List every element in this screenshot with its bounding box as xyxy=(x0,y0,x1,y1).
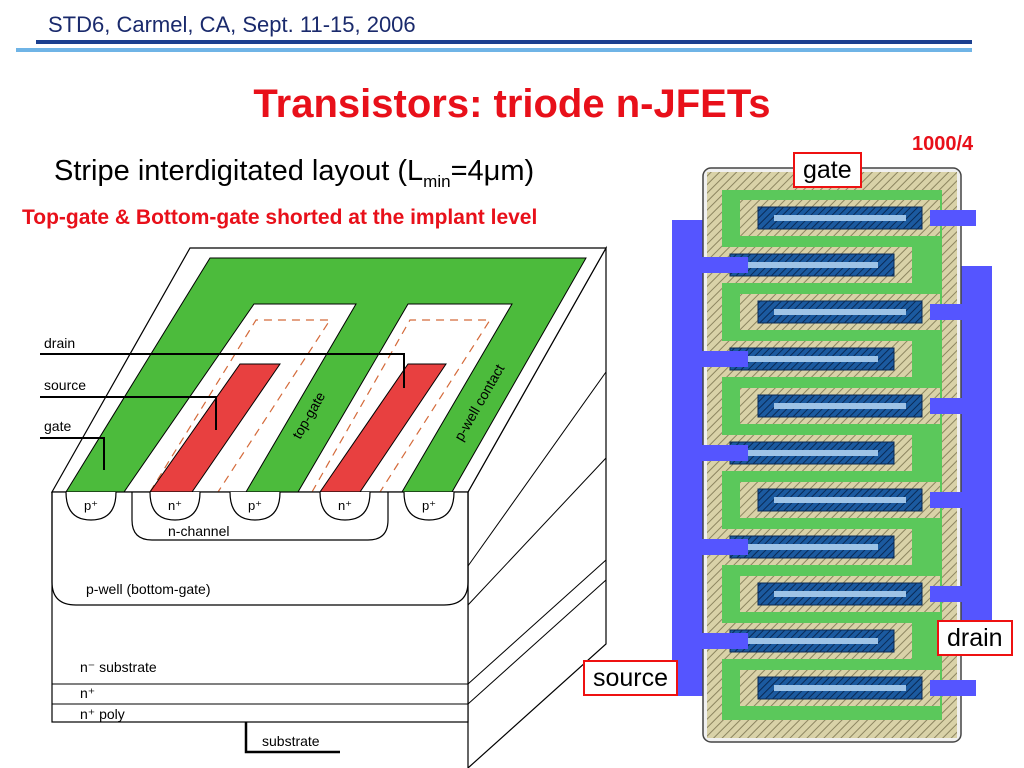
implant-n-1 xyxy=(149,491,201,521)
drain-finger-contact xyxy=(930,210,976,226)
finger-core xyxy=(774,215,906,221)
p-well-region xyxy=(51,492,469,606)
implant-label-5: p⁺ xyxy=(422,498,436,513)
drain-callout: drain xyxy=(937,620,1013,656)
slide-title: Transistors: triode n-JFETs xyxy=(253,82,771,126)
finger-core xyxy=(774,591,906,597)
drain-lead xyxy=(40,353,405,388)
implant-n-2 xyxy=(319,491,371,521)
substrate-n-label: n⁻ substrate xyxy=(80,659,157,675)
width-length-ratio: 1000/4 xyxy=(912,133,974,155)
source-finger-contact xyxy=(692,257,748,273)
source-finger-contact xyxy=(692,539,748,555)
finger-core xyxy=(746,638,878,644)
gate-callout: gate xyxy=(793,152,862,188)
subtitle-subscript: min xyxy=(423,171,451,191)
drain-finger-contact xyxy=(930,680,976,696)
subtitle-suffix: =4μm) xyxy=(450,155,535,187)
shorted-gate-note: Top-gate & Bottom-gate shorted at the im… xyxy=(22,206,538,229)
header-rule-dark xyxy=(36,40,972,44)
nplus-layer-label: n⁺ xyxy=(80,685,95,701)
source-finger-contact xyxy=(692,445,748,461)
nplus-poly-label: n⁺ poly xyxy=(80,706,125,722)
side-line-3 xyxy=(467,559,607,685)
gate-metal xyxy=(65,257,587,493)
n-channel-region xyxy=(131,492,389,541)
source-label: source xyxy=(44,377,86,393)
substrate-contact-line xyxy=(244,722,340,754)
source-lead xyxy=(40,396,217,430)
layout-subtitle: Stripe interdigitated layout (Lmin=4μm) xyxy=(54,155,534,192)
finger-core xyxy=(774,497,906,503)
finger-core xyxy=(746,262,878,268)
side-line-2 xyxy=(467,457,607,606)
drain-finger-contact xyxy=(930,492,976,508)
drain-finger-contact xyxy=(930,398,976,414)
implant-label-3: p⁺ xyxy=(248,498,262,513)
finger-core xyxy=(746,356,878,362)
drain-finger-contact xyxy=(930,304,976,320)
implant-p-1 xyxy=(65,491,117,521)
p-well-label: p-well (bottom-gate) xyxy=(86,581,211,597)
finger-core xyxy=(746,450,878,456)
substrate-label: substrate xyxy=(262,733,320,749)
implant-label-1: p⁺ xyxy=(84,498,98,513)
header-rule-light xyxy=(16,48,972,52)
drain-bus xyxy=(956,266,992,642)
gate-label: gate xyxy=(44,418,71,434)
implant-p-3 xyxy=(403,491,455,521)
source-callout: source xyxy=(583,660,679,696)
subtitle-prefix: Stripe interdigitated layout (L xyxy=(54,155,424,187)
finger-core xyxy=(774,309,906,315)
gate-lead xyxy=(40,437,105,470)
finger-stripes xyxy=(692,200,976,706)
finger-core xyxy=(746,544,878,550)
implant-label-2: n⁺ xyxy=(168,498,182,513)
n-channel-label: n-channel xyxy=(168,523,230,539)
implant-label-4: n⁺ xyxy=(338,498,352,513)
side-line-1 xyxy=(467,371,607,567)
finger-core xyxy=(774,403,906,409)
side-line-4 xyxy=(467,579,607,705)
implant-p-2 xyxy=(229,491,281,521)
finger-core xyxy=(774,685,906,691)
conference-header: STD6, Carmel, CA, Sept. 11-15, 2006 xyxy=(48,12,416,37)
dashed-outline-right xyxy=(311,319,492,493)
source-finger-contact xyxy=(692,351,748,367)
drain-label: drain xyxy=(44,335,75,351)
drain-finger-contact xyxy=(930,586,976,602)
source-finger-contact xyxy=(692,633,748,649)
dashed-outline-left xyxy=(149,319,332,493)
